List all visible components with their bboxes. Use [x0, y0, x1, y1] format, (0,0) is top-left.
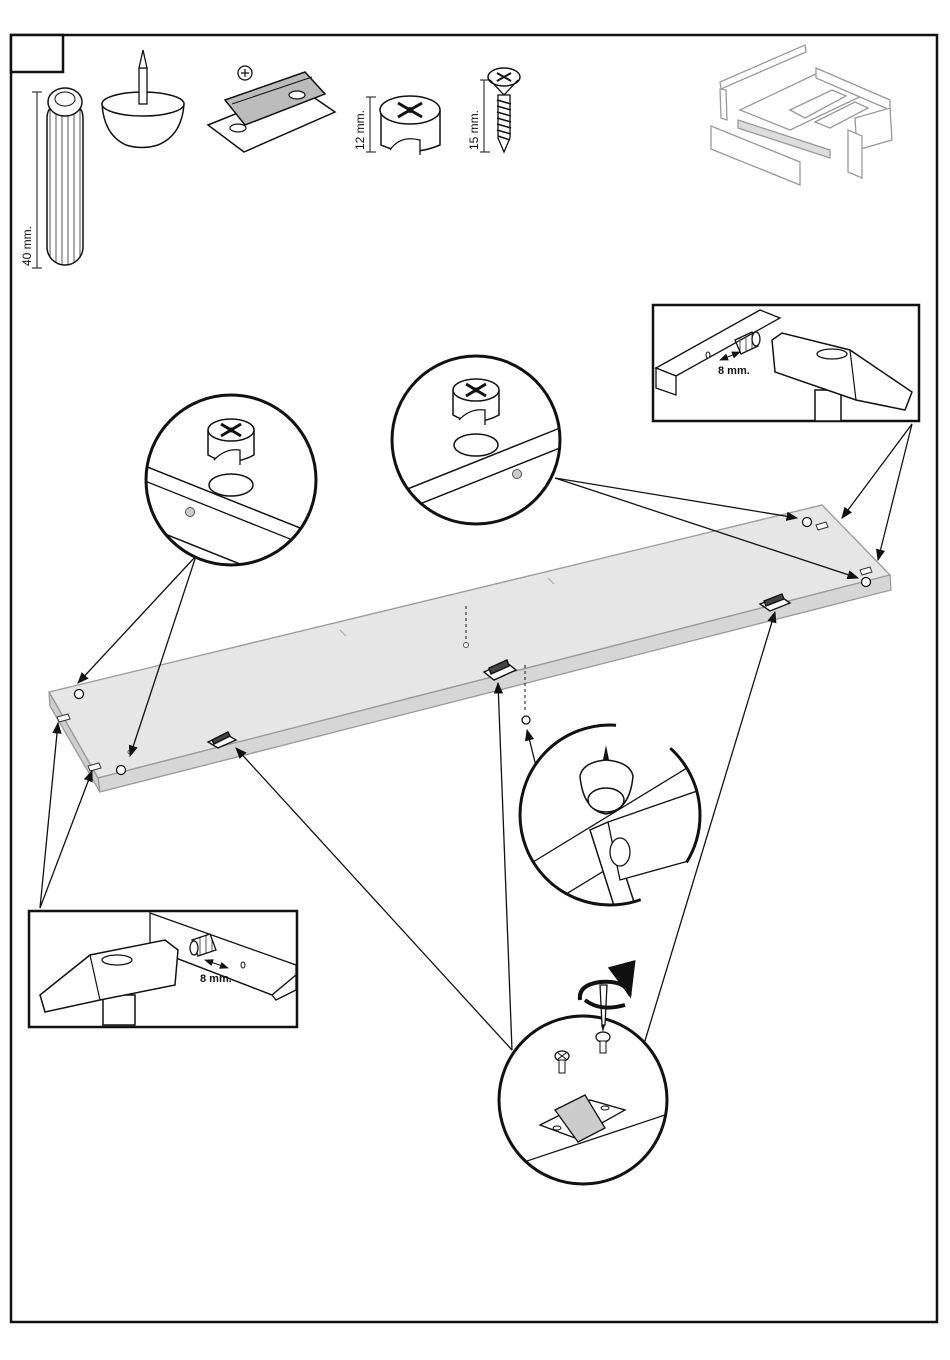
- wood-screw-icon: [488, 68, 520, 152]
- dowel-depth-label-right: 8 mm.: [718, 365, 750, 377]
- dowel-length-label: 40 mm.: [20, 226, 34, 266]
- dowel-depth-label-left: 8 mm.: [200, 973, 232, 985]
- panel-glide-nail: [522, 716, 530, 724]
- hinge-screw-detail: [499, 1016, 690, 1220]
- screw-length-label: 15 mm.: [467, 110, 481, 150]
- cam-lock-icon: [380, 96, 440, 155]
- cam-lock-dimension: 12 mm.: [353, 97, 376, 152]
- assembled-drawer-unit-icon: [711, 45, 892, 185]
- dowel-hammer-detail-right: 8 mm.: [653, 305, 919, 421]
- screw-dimension: 15 mm.: [467, 80, 490, 152]
- panel-pilot-hole: [464, 643, 469, 648]
- dowel-hammer-detail-left: 8 mm.: [29, 911, 297, 1027]
- hinge-plate-icon: [208, 66, 335, 152]
- cam-lock-detail-right: [380, 356, 580, 560]
- glide-nail-detail: [520, 725, 720, 912]
- cam-lock-height-label: 12 mm.: [353, 110, 367, 150]
- shelf-panel: [49, 505, 891, 792]
- step-number-box: [11, 35, 63, 72]
- dowel-dimension: 40 mm.: [20, 92, 42, 268]
- cam-lock-detail-left: [130, 395, 330, 600]
- wooden-dowel-icon: [47, 88, 83, 265]
- glide-nail-icon: [102, 50, 184, 148]
